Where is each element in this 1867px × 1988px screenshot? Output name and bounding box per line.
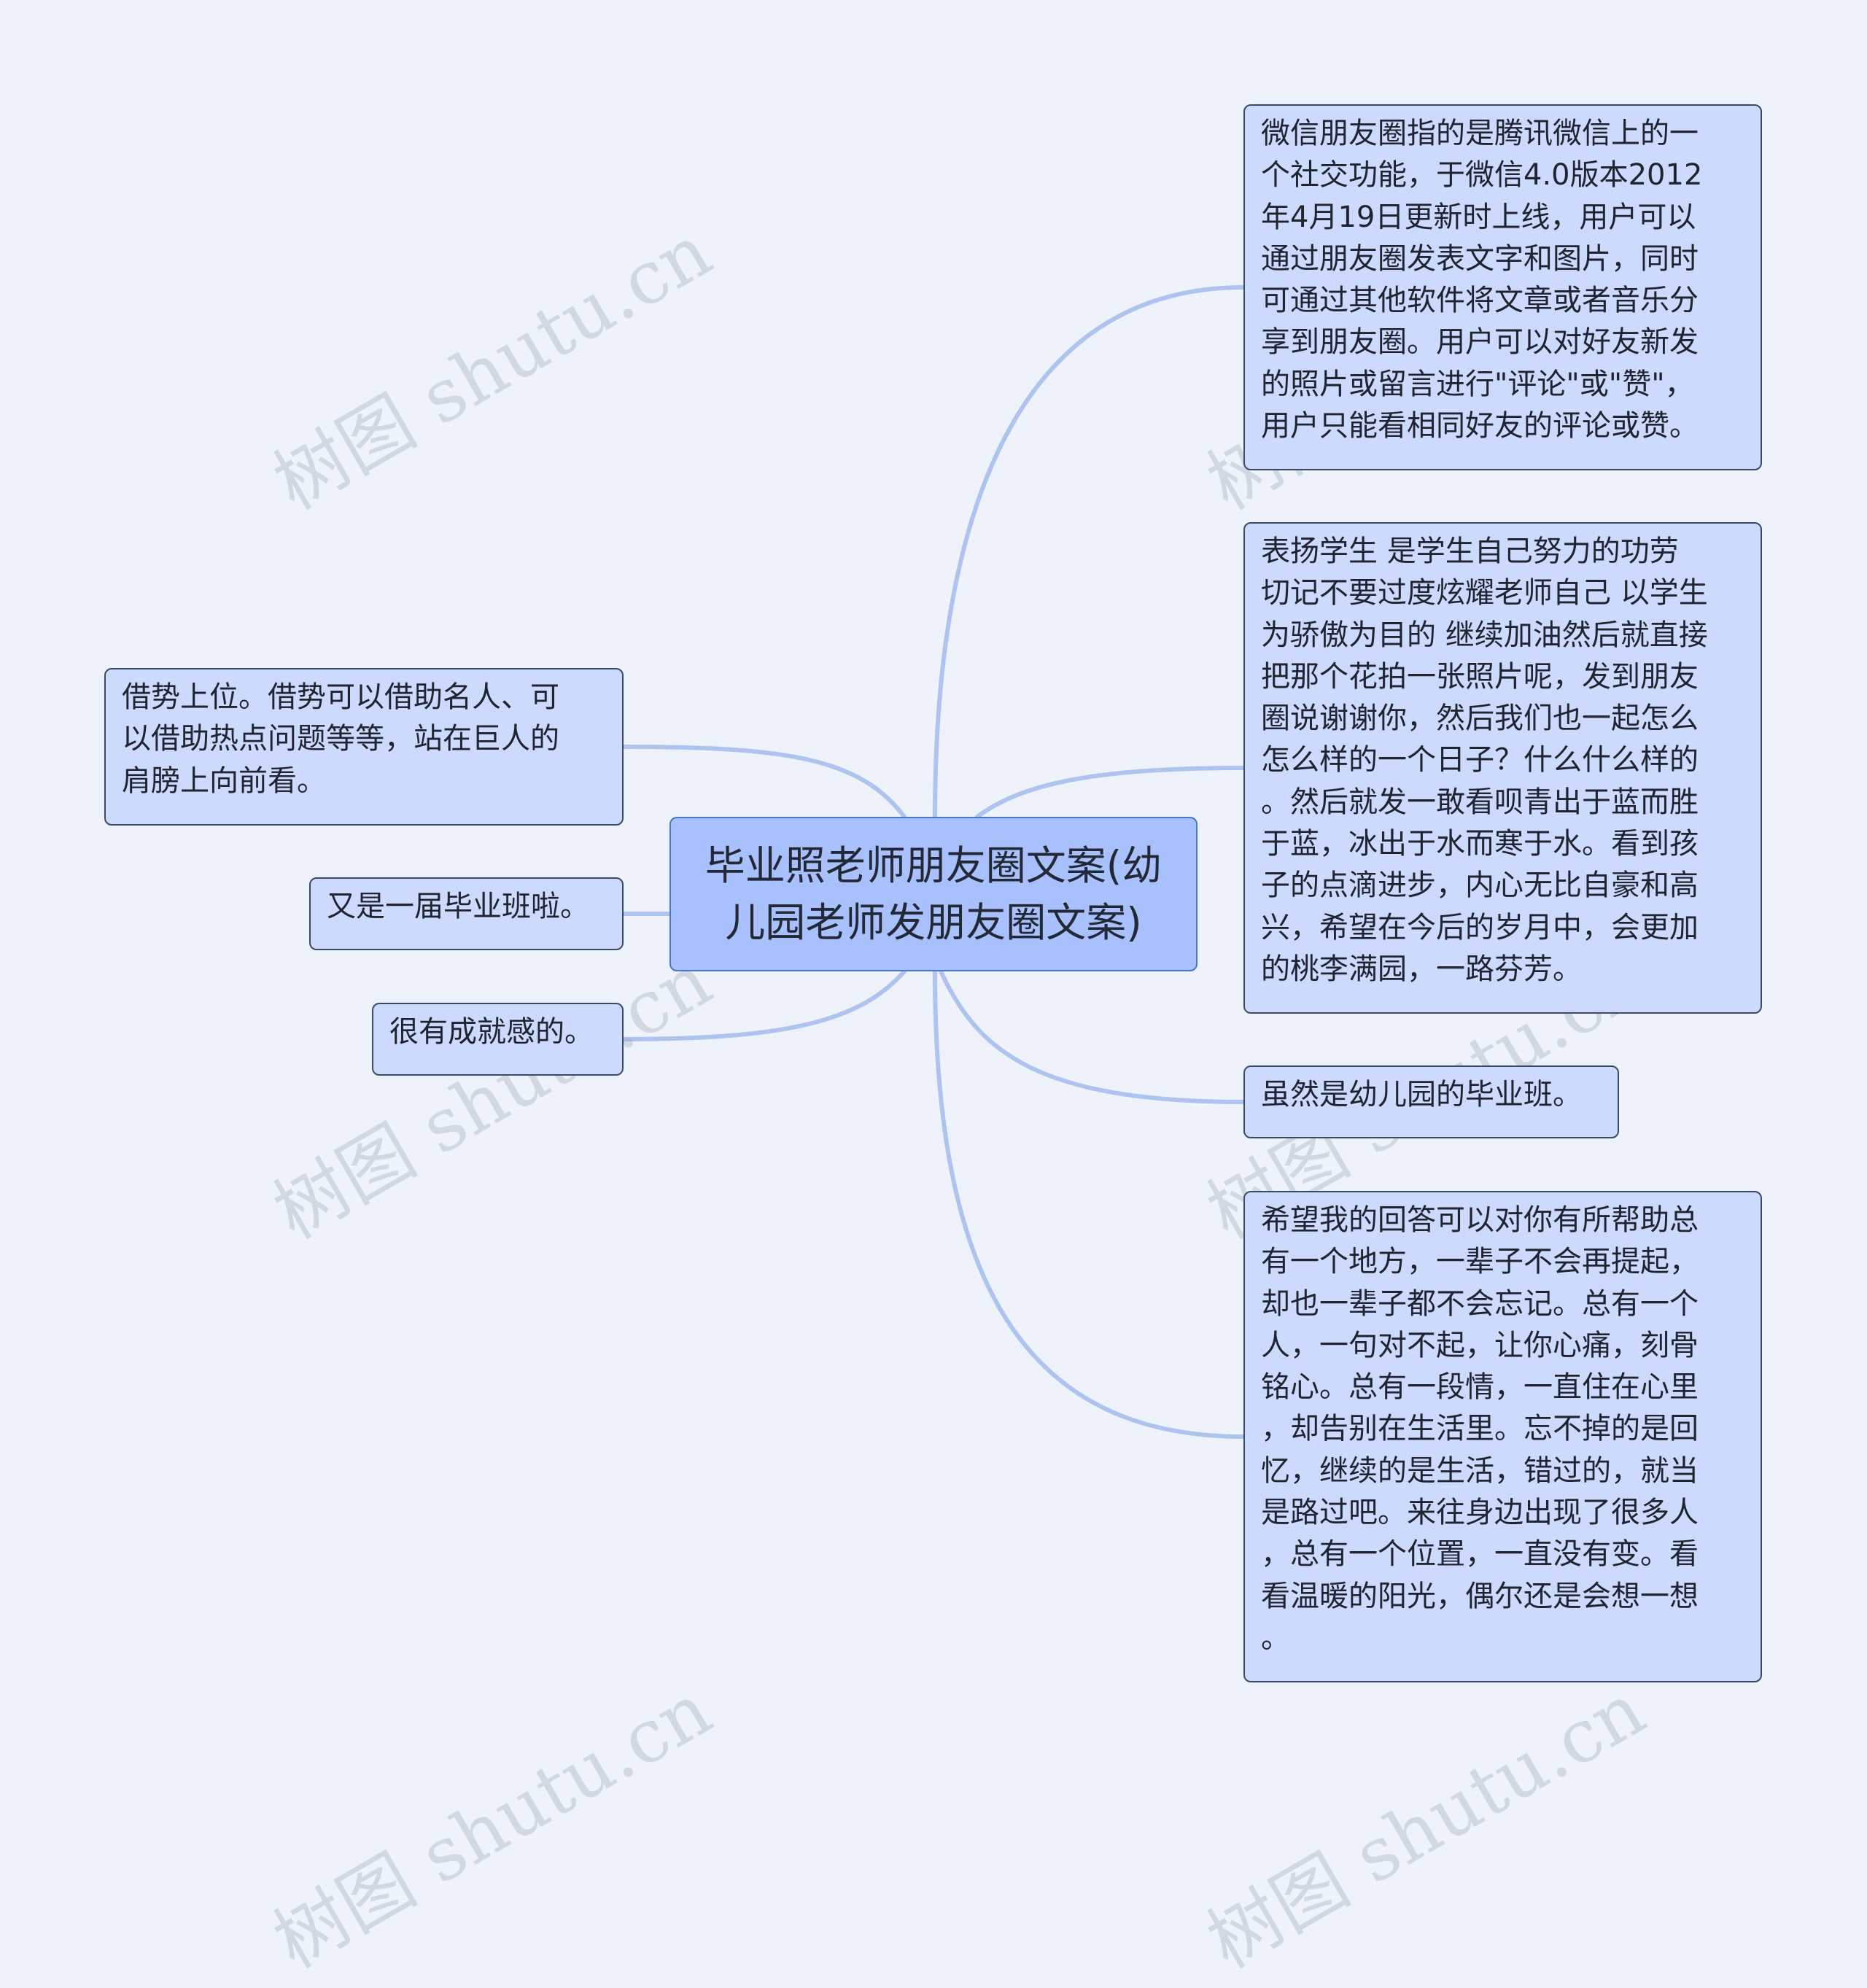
- link-kindergarten-class: [939, 969, 1246, 1104]
- link-leverage-momentum: [621, 745, 907, 819]
- link-wechat-moments: [933, 285, 1246, 819]
- branch-node-leverage-momentum[interactable]: 借势上位。借势可以借助名人、可 以借助热点问题等等，站在巨人的 肩膀上向前看。: [104, 668, 624, 826]
- branch-node-text: 又是一届毕业班啦。: [327, 890, 589, 923]
- branch-node-hope-answer-helps[interactable]: 希望我的回答可以对你有所帮助总 有一个地方，一辈子不会再提起， 却也一辈子都不会…: [1243, 1191, 1762, 1682]
- branch-node-text: 借势上位。借势可以借助名人、可 以借助热点问题等等，站在巨人的 肩膀上向前看。: [122, 680, 559, 798]
- branch-node-text: 很有成就感的。: [389, 1015, 594, 1049]
- branch-node-praise-students[interactable]: 表扬学生 是学生自己努力的功劳 切记不要过度炫耀老师自己 以学生 为骄傲为目的 …: [1243, 522, 1762, 1014]
- branch-node-wechat-moments[interactable]: 微信朋友圈指的是腾讯微信上的一 个社交功能，于微信4.0版本2012 年4月19…: [1243, 104, 1762, 470]
- link-praise-students: [975, 766, 1246, 819]
- link-hope-answer: [933, 969, 1246, 1439]
- branch-node-text: 表扬学生 是学生自己努力的功劳 切记不要过度炫耀老师自己 以学生 为骄傲为目的 …: [1261, 535, 1708, 986]
- root-topic-label: 毕业照老师朋友圈文案(幼 儿园老师发朋友圈文案): [705, 842, 1162, 946]
- mind-map-canvas: 树图 shutu.cn 树图 shutu.cn 树图 shutu.cn 树图 s…: [104, 104, 1762, 1984]
- branch-node-text: 微信朋友圈指的是腾讯微信上的一 个社交功能，于微信4.0版本2012 年4月19…: [1261, 117, 1703, 443]
- branch-node-text: 虽然是幼儿园的毕业班。: [1261, 1078, 1582, 1111]
- branch-node-kindergarten-class[interactable]: 虽然是幼儿园的毕业班。: [1243, 1065, 1619, 1138]
- connector-lines: [621, 285, 1246, 1439]
- root-topic-node[interactable]: 毕业照老师朋友圈文案(幼 儿园老师发朋友圈文案): [669, 817, 1198, 971]
- branch-node-sense-of-achievement[interactable]: 很有成就感的。: [372, 1003, 624, 1076]
- branch-node-graduating-class[interactable]: 又是一届毕业班啦。: [309, 877, 624, 950]
- link-sense-of-achievement: [621, 969, 907, 1041]
- branch-node-text: 希望我的回答可以对你有所帮助总 有一个地方，一辈子不会再提起， 却也一辈子都不会…: [1261, 1203, 1699, 1655]
